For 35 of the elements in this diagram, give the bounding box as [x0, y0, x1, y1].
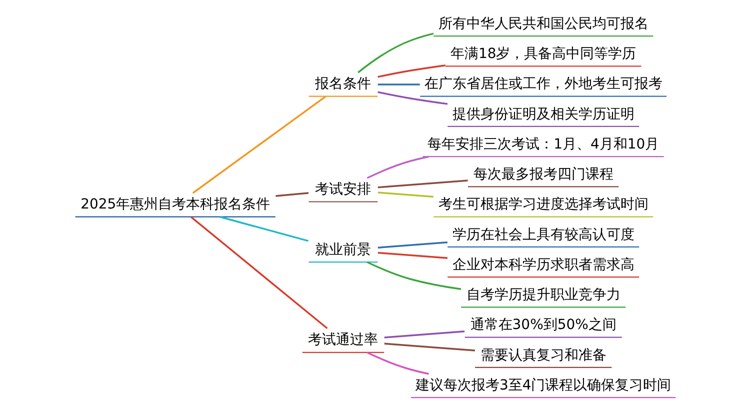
- node-text: 就业前景: [314, 242, 371, 258]
- node-text: 考试安排: [314, 182, 371, 198]
- connector: [384, 342, 475, 352]
- connector: [366, 156, 428, 179]
- connector: [377, 64, 445, 78]
- node-text: 每年安排三次考试：1月、4月和10月: [427, 136, 659, 152]
- node-text: 考试通过率: [308, 332, 378, 348]
- node-text: 年满18岁，具备高中同等学历: [450, 46, 636, 62]
- node-text: 提供身份证明及相关学历证明: [452, 106, 634, 122]
- node-text: 建议每次报考3至4门课程以确保复习时间: [414, 377, 671, 394]
- connector: [377, 192, 433, 198]
- connector: [384, 330, 464, 338]
- connector: [366, 261, 461, 290]
- node-text: 企业对本科学历求职者需求高: [452, 256, 634, 273]
- node-text: 每次最多报考四门课程: [472, 166, 613, 183]
- connector: [377, 84, 420, 86]
- node-text: 通常在30%到50%之间: [470, 317, 616, 334]
- node-text: 所有中华人民共和国公民均可报名: [438, 16, 648, 32]
- node-text: 需要认真复习和准备: [480, 347, 606, 364]
- node-text: 2025年惠州自考本科报名条件: [80, 196, 270, 213]
- node-text: 考生可根据学习进度选择考试时间: [438, 196, 648, 213]
- node-text: 报名条件: [314, 76, 371, 92]
- connector: [275, 192, 308, 197]
- connector: [377, 91, 448, 105]
- connector: [366, 352, 428, 375]
- connector: [377, 241, 448, 248]
- node-text: 学历在社会上具有较高认可度: [452, 226, 634, 243]
- node-text: 在广东省居住或工作，外地考生可报考: [424, 76, 662, 92]
- connector: [192, 96, 326, 194]
- node-text: 自考学历提升职业竞争力: [466, 287, 620, 304]
- connector: [219, 216, 308, 242]
- connector: [190, 216, 328, 330]
- connector: [377, 180, 468, 188]
- connector: [357, 32, 434, 74]
- connector: [377, 252, 448, 259]
